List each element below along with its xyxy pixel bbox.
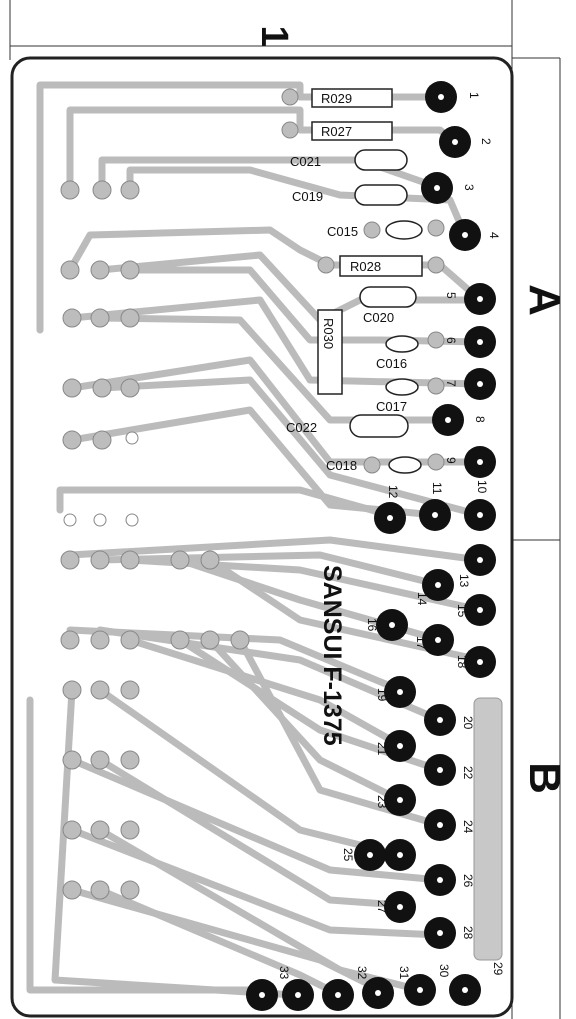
- label-c015: C015: [327, 224, 358, 239]
- resistor-r029-body: [311, 88, 393, 108]
- capacitor-c016-body: [385, 335, 419, 353]
- resistor-r027-body: [311, 121, 393, 141]
- pad-label-23: 23: [375, 795, 389, 809]
- pad-label-2: 2: [479, 138, 493, 145]
- label-r030: R030: [321, 318, 336, 349]
- brand-model-label: SANSUI F-1375: [318, 565, 346, 746]
- label-r029: R029: [321, 91, 352, 106]
- pad-label-30: 30: [437, 964, 451, 978]
- pad-label-4: 4: [487, 232, 501, 239]
- pad-number-labels: 1 2 3 4 5 6 7 8 9 10 11 12 13 14 15 16 1…: [277, 92, 505, 980]
- capacitor-c015-body: [385, 220, 423, 240]
- pad-label-1: 1: [467, 92, 481, 99]
- pad-label-15: 15: [455, 604, 469, 618]
- pad-label-16: 16: [365, 618, 379, 632]
- label-c018: C018: [326, 458, 357, 473]
- pad-label-14: 14: [415, 592, 429, 606]
- component-bodies: [311, 88, 423, 474]
- pad-label-7: 7: [444, 380, 458, 387]
- pad-label-12: 12: [386, 485, 400, 499]
- resistor-r030-body: [317, 309, 343, 395]
- pad-label-5: 5: [444, 292, 458, 299]
- capacitor-c017-body: [385, 378, 419, 396]
- pad-label-32: 32: [355, 966, 369, 980]
- edge-connector-b: [473, 697, 503, 961]
- label-c021: C021: [290, 154, 321, 169]
- pad-label-20: 20: [461, 716, 475, 730]
- pad-label-29: 29: [491, 962, 505, 976]
- terminal-holes: [259, 94, 483, 998]
- pad-label-19: 19: [375, 688, 389, 702]
- pad-label-22: 22: [461, 766, 475, 780]
- label-r028: R028: [350, 259, 381, 274]
- capacitor-c021-body: [354, 149, 408, 171]
- pad-label-24: 24: [461, 820, 475, 834]
- pad-label-6: 6: [444, 337, 458, 344]
- capacitor-c020-body: [359, 286, 417, 308]
- label-c017: C017: [376, 399, 407, 414]
- pad-label-26: 26: [461, 874, 475, 888]
- capacitor-c022-body: [349, 414, 409, 438]
- capacitor-c019-body: [354, 184, 408, 206]
- pad-label-10: 10: [475, 480, 489, 494]
- label-c020: C020: [363, 310, 394, 325]
- pad-label-9: 9: [444, 457, 458, 464]
- pad-label-17: 17: [414, 636, 428, 650]
- section-label-a: A: [520, 284, 569, 316]
- copper-traces: [26, 81, 484, 999]
- pad-label-25: 25: [341, 848, 355, 862]
- resistor-r028-body: [339, 255, 423, 277]
- component-labels: R029 R027 C021 C019 C015 R028 C020 R030 …: [286, 91, 407, 473]
- pad-label-33: 33: [277, 966, 291, 980]
- label-c016: C016: [376, 356, 407, 371]
- pad-label-3: 3: [462, 184, 476, 191]
- sheet-number: 1: [253, 25, 295, 46]
- board-outline: [10, 56, 514, 1018]
- label-c019: C019: [292, 189, 323, 204]
- pad-label-31: 31: [397, 966, 411, 980]
- pad-label-27: 27: [375, 900, 389, 914]
- capacitor-c018-body: [388, 456, 422, 474]
- label-r027: R027: [321, 124, 352, 139]
- label-c022: C022: [286, 420, 317, 435]
- pad-label-13: 13: [457, 574, 471, 588]
- section-label-b: B: [520, 762, 569, 794]
- pad-label-21: 21: [375, 742, 389, 756]
- pad-label-11: 11: [430, 482, 444, 495]
- pad-label-18: 18: [455, 655, 469, 669]
- pad-label-8: 8: [473, 416, 487, 423]
- pad-label-28: 28: [461, 926, 475, 940]
